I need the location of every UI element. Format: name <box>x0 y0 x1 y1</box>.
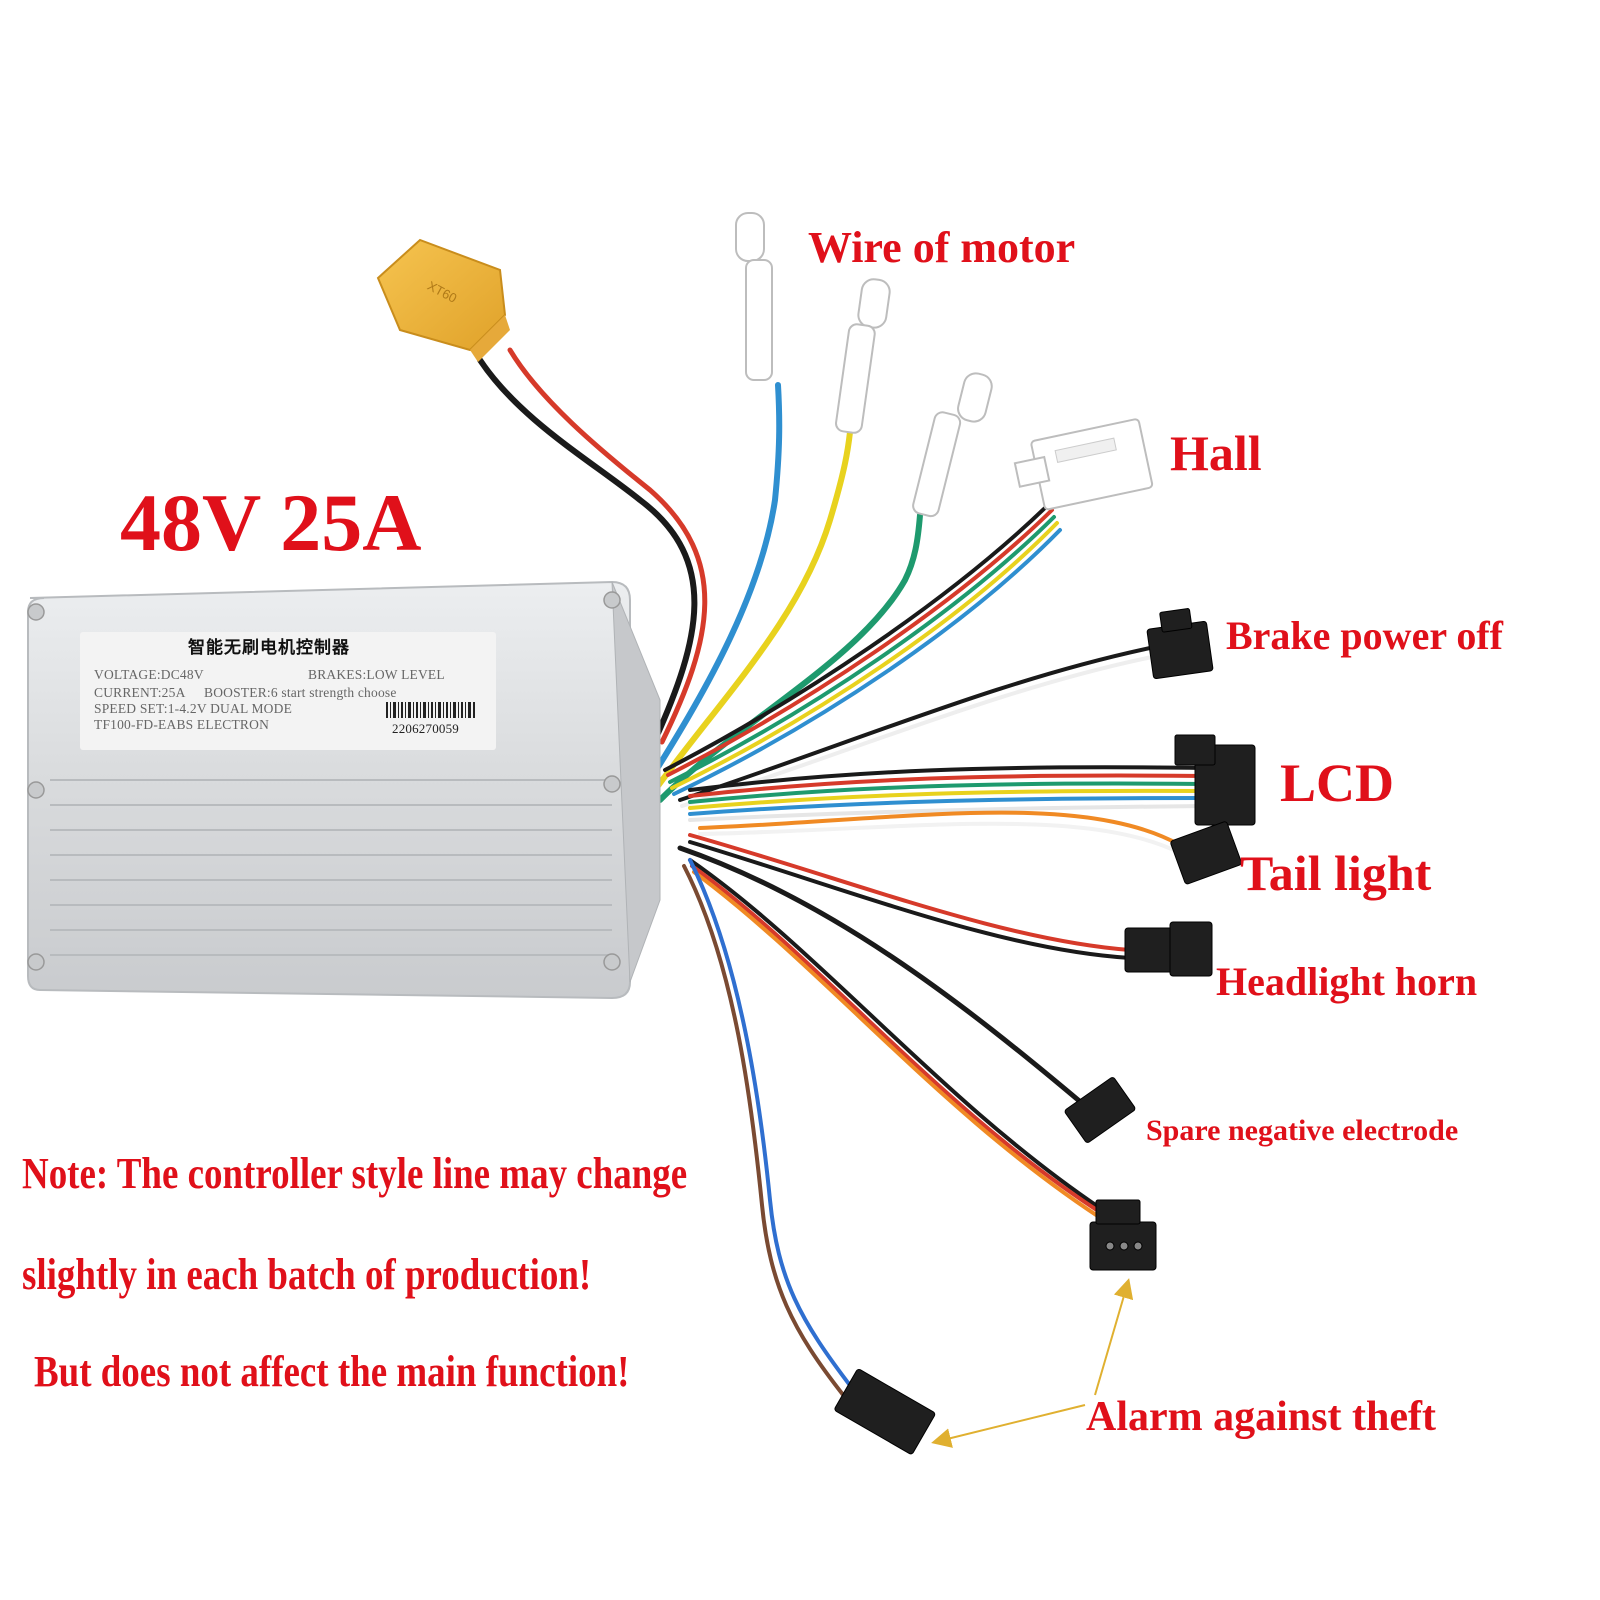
spare-connector <box>1064 1077 1136 1143</box>
hall-wire-blue <box>672 528 1062 796</box>
label-wire-of-motor: Wire of motor <box>808 223 1076 272</box>
wires <box>477 347 1207 1398</box>
nameplate: 智能无刷电机控制器 VOLTAGE:DC48V BRAKES:LOW LEVEL… <box>80 632 496 750</box>
tail-wire-white <box>698 821 1180 854</box>
label-lcd: LCD <box>1280 753 1395 813</box>
rating-title: 48V 25A <box>120 477 422 568</box>
alarm-arrows <box>931 1278 1134 1448</box>
screw-icon <box>603 591 621 609</box>
alarm-wire-black <box>688 858 1102 1210</box>
screw-icon <box>27 781 45 799</box>
xt60-connector <box>376 238 510 362</box>
hall-connector <box>1013 418 1154 511</box>
nameplate-current: CURRENT:25A <box>94 685 186 700</box>
power-wire-black <box>477 357 698 743</box>
hall-wire-red <box>666 508 1054 777</box>
motor-connector-yellow <box>835 278 891 434</box>
nameplate-booster: BOOSTER:6 start strength choose <box>204 685 397 700</box>
label-headlight-horn: Headlight horn <box>1216 959 1478 1004</box>
brake-connector <box>1146 608 1214 680</box>
alarm2-wire-blue <box>688 858 854 1390</box>
spare-wire-black <box>677 845 1093 1113</box>
hall-wire-green <box>668 515 1056 784</box>
lcd-connector <box>1174 734 1256 826</box>
label-hall: Hall <box>1170 425 1262 481</box>
nameplate-speed-set: SPEED SET:1-4.2V DUAL MODE <box>94 701 293 716</box>
brake-wire-black <box>678 646 1152 802</box>
lcd-wire-blue <box>688 796 1207 816</box>
barcode <box>386 702 475 718</box>
headlight-connector <box>1124 921 1213 977</box>
lcd-wire-black <box>688 765 1207 792</box>
power-wire-red <box>507 347 708 745</box>
label-alarm-against-theft: Alarm against theft <box>1086 1394 1436 1440</box>
note-line-2: slightly in each batch of production! <box>22 1250 592 1299</box>
screw-icon <box>27 953 45 971</box>
headlight-wire-black <box>688 840 1132 960</box>
headlight-wire-red <box>688 833 1132 952</box>
hall-wire-black <box>663 503 1050 772</box>
motor-wire-blue <box>647 382 783 783</box>
tail-wire-orange <box>698 810 1182 847</box>
nameplate-brakes: BRAKES:LOW LEVEL <box>308 667 445 682</box>
motor-connector-green <box>912 372 993 518</box>
tail-light-connector <box>1170 821 1242 885</box>
screw-icon <box>603 953 621 971</box>
motor-connectors <box>735 212 993 518</box>
label-brake-power-off: Brake power off <box>1226 613 1503 658</box>
nameplate-model: TF100-FD-EABS ELECTRON <box>94 717 270 732</box>
nameplate-chinese-title: 智能无刷电机控制器 <box>188 638 350 658</box>
note-line-3: But does not affect the main function! <box>34 1347 630 1396</box>
hall-wire-yellow <box>670 521 1059 790</box>
lcd-wire-green <box>688 781 1207 804</box>
alarm-2pin-connector <box>834 1368 936 1455</box>
screws <box>27 591 621 971</box>
lcd-wire-white <box>688 804 1207 822</box>
arrow-to-2pin <box>931 1404 1086 1448</box>
screw-icon <box>27 603 45 621</box>
alarm2-wire-brown <box>682 864 846 1398</box>
note-line-1: Note: The controller style line may chan… <box>22 1149 688 1198</box>
lcd-wire-yellow <box>688 788 1207 810</box>
motor-connector-blue <box>735 212 773 381</box>
alarm-3pin-connector <box>1089 1199 1157 1271</box>
nameplate-serial: 2206270059 <box>392 721 459 736</box>
label-spare-negative-electrode: Spare negative electrode <box>1146 1114 1459 1147</box>
black-connectors <box>834 608 1256 1455</box>
heat-sink-fins <box>50 779 612 956</box>
arrow-to-3pin <box>1094 1278 1134 1396</box>
alarm-wire-red <box>690 864 1108 1218</box>
alarm-wire-orange <box>692 870 1112 1226</box>
lcd-wire-red <box>688 773 1207 798</box>
motor-wire-yellow <box>652 429 853 793</box>
label-tail-light: Tail light <box>1240 845 1432 901</box>
screw-icon <box>603 775 621 793</box>
nameplate-voltage: VOLTAGE:DC48V <box>94 667 204 682</box>
